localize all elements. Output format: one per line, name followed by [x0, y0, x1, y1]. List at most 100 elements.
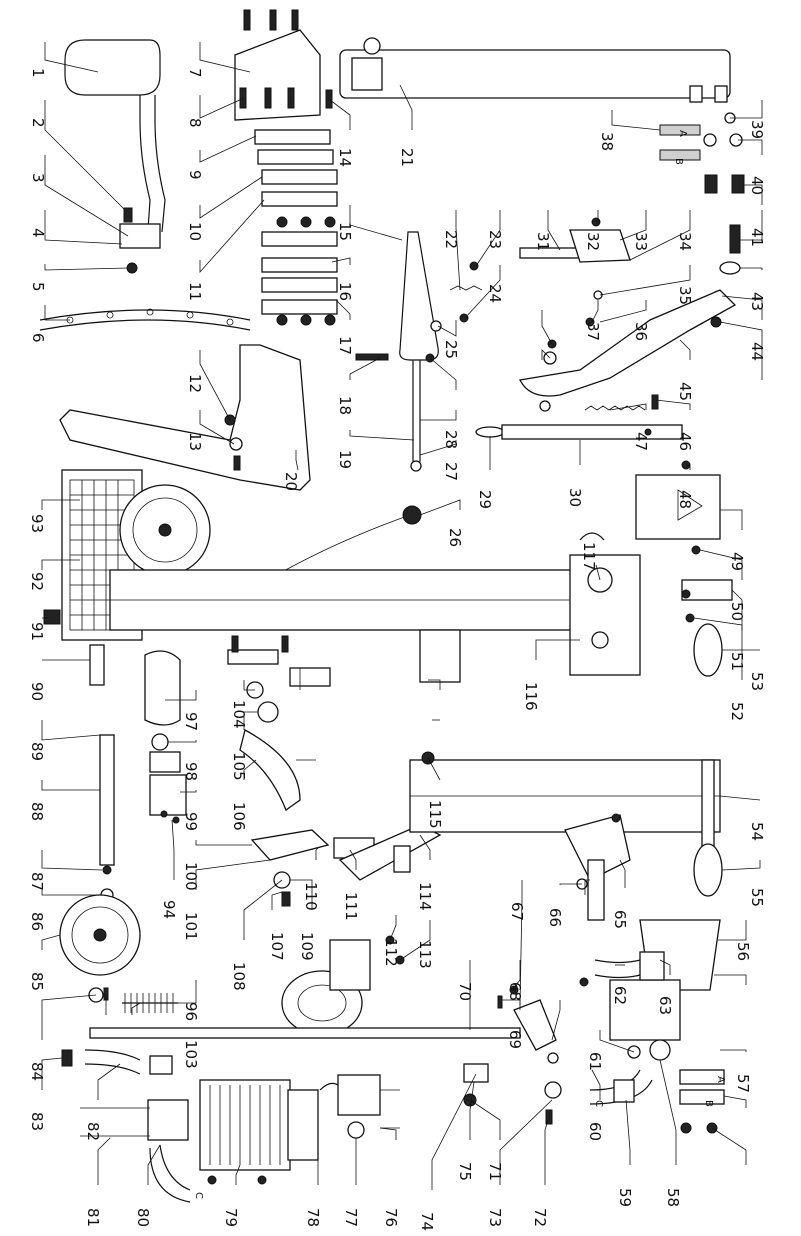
hose-mark-b: B [673, 158, 684, 165]
part-label: 29 [476, 490, 494, 509]
part-label: 20 [282, 472, 300, 491]
part-label: 3 [29, 173, 47, 183]
part-label: 63 [656, 996, 674, 1015]
part-label: 32 [584, 232, 602, 251]
part-label: 10 [186, 222, 204, 241]
part-label: 6 [29, 333, 47, 343]
part-label: 50 [728, 602, 746, 621]
part-label: 75 [456, 1162, 474, 1181]
part-label: 21 [398, 148, 416, 167]
part-label: 12 [186, 374, 204, 393]
part-label: 58 [664, 1188, 682, 1207]
part-label: 4 [29, 228, 47, 238]
part-label: 30 [566, 488, 584, 507]
part-label: 51 [728, 652, 746, 671]
part-label: 116 [522, 682, 540, 711]
part-label: 25 [442, 340, 460, 359]
part-label: 61 [586, 1052, 604, 1071]
part-label: 67 [508, 902, 526, 921]
part-label: 82 [84, 1122, 102, 1141]
part-label: 24 [486, 284, 504, 303]
part-label: 46 [676, 432, 694, 451]
part-label: 15 [336, 222, 354, 241]
part-label: 109 [298, 932, 316, 961]
part-label: 93 [28, 514, 46, 533]
part-label: 101 [182, 912, 200, 941]
part-label: 89 [28, 742, 46, 761]
part-label: 87 [28, 872, 46, 891]
part-label: 111 [342, 892, 360, 921]
part-label: 98 [182, 762, 200, 781]
part-label: 117 [580, 542, 598, 571]
part-label: 36 [632, 322, 650, 341]
part-label: 86 [28, 912, 46, 931]
part-label: 78 [304, 1208, 322, 1227]
part-label: 68 [506, 982, 524, 1001]
part-label: 73 [486, 1208, 504, 1227]
leader-lines [41, 42, 763, 1190]
hose-mark-b: B [703, 1100, 714, 1107]
part-label: 62 [611, 986, 629, 1005]
part-label: 39 [748, 120, 766, 139]
part-label: 107 [268, 932, 286, 961]
part-label: 80 [134, 1208, 152, 1227]
part-label: 48 [676, 490, 694, 509]
part-label: 7 [186, 68, 204, 78]
part-label: 11 [186, 282, 204, 301]
part-label: 65 [611, 910, 629, 929]
part-label: 47 [632, 432, 650, 451]
part-label: 105 [230, 752, 248, 781]
part-label: 56 [734, 942, 752, 961]
part-label: 59 [616, 1188, 634, 1207]
part-label: 31 [534, 232, 552, 251]
part-label: 17 [336, 336, 354, 355]
part-label: 14 [336, 148, 354, 167]
part-label: 92 [28, 572, 46, 591]
part-label: 85 [28, 972, 46, 991]
part-label: 57 [734, 1074, 752, 1093]
part-label: 84 [28, 1062, 46, 1081]
base-plate-grid [69, 479, 135, 631]
part-label: 88 [28, 802, 46, 821]
part-label: 103 [182, 1040, 200, 1069]
part-label: 74 [418, 1212, 436, 1231]
part-label: 110 [302, 882, 320, 911]
part-label: 77 [342, 1208, 360, 1227]
part-label: 113 [416, 940, 434, 969]
part-label: 27 [442, 462, 460, 481]
part-label: 94 [160, 900, 178, 919]
hose-mark-c: C [593, 1100, 604, 1107]
part-label: 72 [531, 1208, 549, 1227]
part-label: 96 [182, 1002, 200, 1021]
part-label: 26 [446, 528, 464, 547]
part-label: 112 [382, 938, 400, 967]
hose-marks: A B A B C C [193, 130, 726, 1199]
part-label: 90 [28, 682, 46, 701]
part-label: 5 [29, 282, 47, 292]
part-label: 23 [486, 230, 504, 249]
part-label: 52 [728, 702, 746, 721]
part-label: 104 [230, 700, 248, 729]
parts-artwork [39, 9, 745, 1203]
part-label: 40 [748, 176, 766, 195]
part-label: 33 [632, 232, 650, 251]
part-label: 91 [28, 622, 46, 641]
part-label: 114 [416, 882, 434, 911]
part-label: 19 [336, 450, 354, 469]
part-label: 79 [222, 1208, 240, 1227]
part-label: 106 [230, 802, 248, 831]
part-label: 115 [426, 800, 444, 829]
part-label: 97 [182, 712, 200, 731]
part-label: 13 [186, 432, 204, 451]
hose-mark-a: A [715, 1076, 726, 1083]
hose-mark-a: A [677, 130, 688, 137]
part-label: 28 [442, 430, 460, 449]
part-label: 108 [230, 962, 248, 991]
part-label: 44 [748, 342, 766, 361]
part-label: 70 [456, 982, 474, 1001]
part-label: 43 [748, 292, 766, 311]
part-label: 69 [506, 1030, 524, 1049]
part-label: 38 [598, 132, 616, 151]
part-labels: 1 2 3 4 5 6 7 8 9 10 11 12 13 14 15 16 1… [28, 68, 766, 1231]
part-label: 76 [382, 1208, 400, 1227]
